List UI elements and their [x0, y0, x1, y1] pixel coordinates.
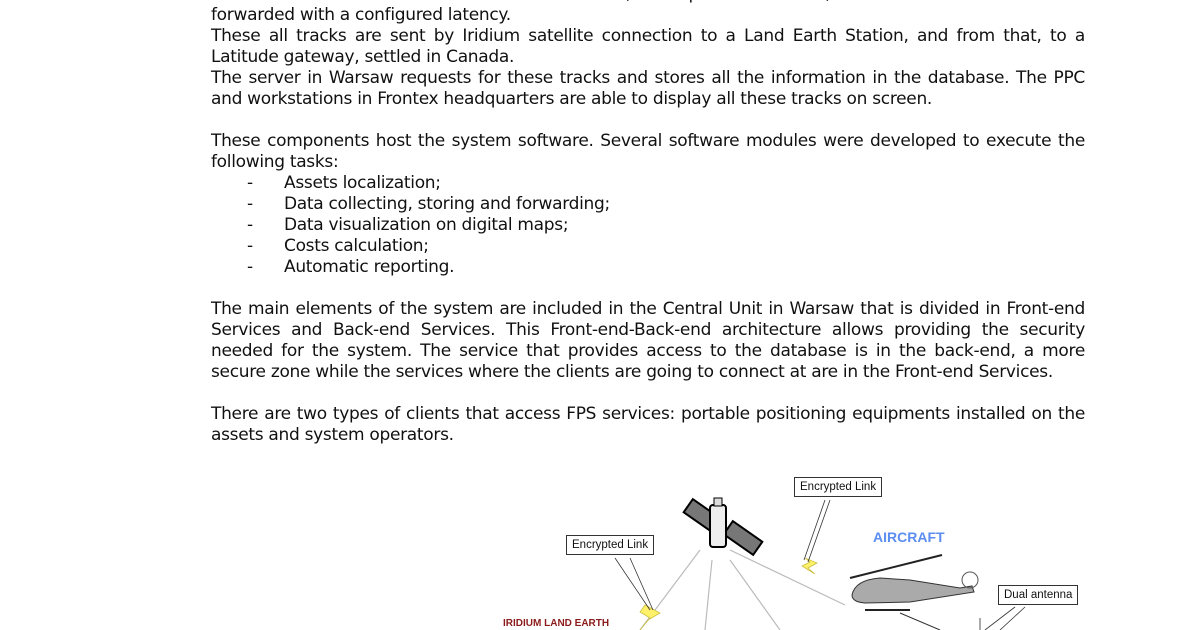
paragraph-iridium: These all tracks are sent by Iridium sat… [211, 26, 1085, 67]
paragraph-components: These components host the system softwar… [211, 131, 1085, 172]
aircraft-label: AIRCRAFT [873, 529, 945, 545]
paragraph-server: The server in Warsaw requests for these … [211, 68, 1085, 109]
lightning-icons [639, 557, 818, 630]
dual-antenna-label: Dual antenna [998, 585, 1079, 605]
encrypted-link-label: Encrypted Link [566, 535, 655, 555]
helicopter-icon [849, 554, 981, 630]
satellite-icon [682, 497, 764, 557]
paragraph-clients: There are two types of clients that acce… [211, 404, 1085, 445]
list-item: -Data visualization on digital maps; [247, 215, 569, 235]
diagram-graphics [614, 497, 1026, 630]
list-item: -Data collecting, storing and forwarding… [247, 194, 610, 214]
document-page: All the GPS tracks are received in the P… [211, 0, 1085, 467]
task-list: -Assets localization; -Data collecting, … [211, 173, 1085, 278]
system-diagram: Encrypted Link Encrypted Link AIRCRAFT D… [490, 470, 1110, 630]
iridium-label: IRIDIUM LAND EARTH [503, 618, 610, 629]
encrypted-link-label: Encrypted Link [794, 477, 883, 497]
paragraph-gps-tracks: All the GPS tracks are received in the P… [211, 0, 1085, 25]
list-item: -Assets localization; [247, 173, 441, 193]
list-item: -Costs calculation; [247, 236, 429, 256]
paragraph-architecture: The main elements of the system are incl… [211, 299, 1085, 382]
callout-lines [614, 499, 1026, 630]
list-item: -Automatic reporting. [247, 257, 455, 277]
